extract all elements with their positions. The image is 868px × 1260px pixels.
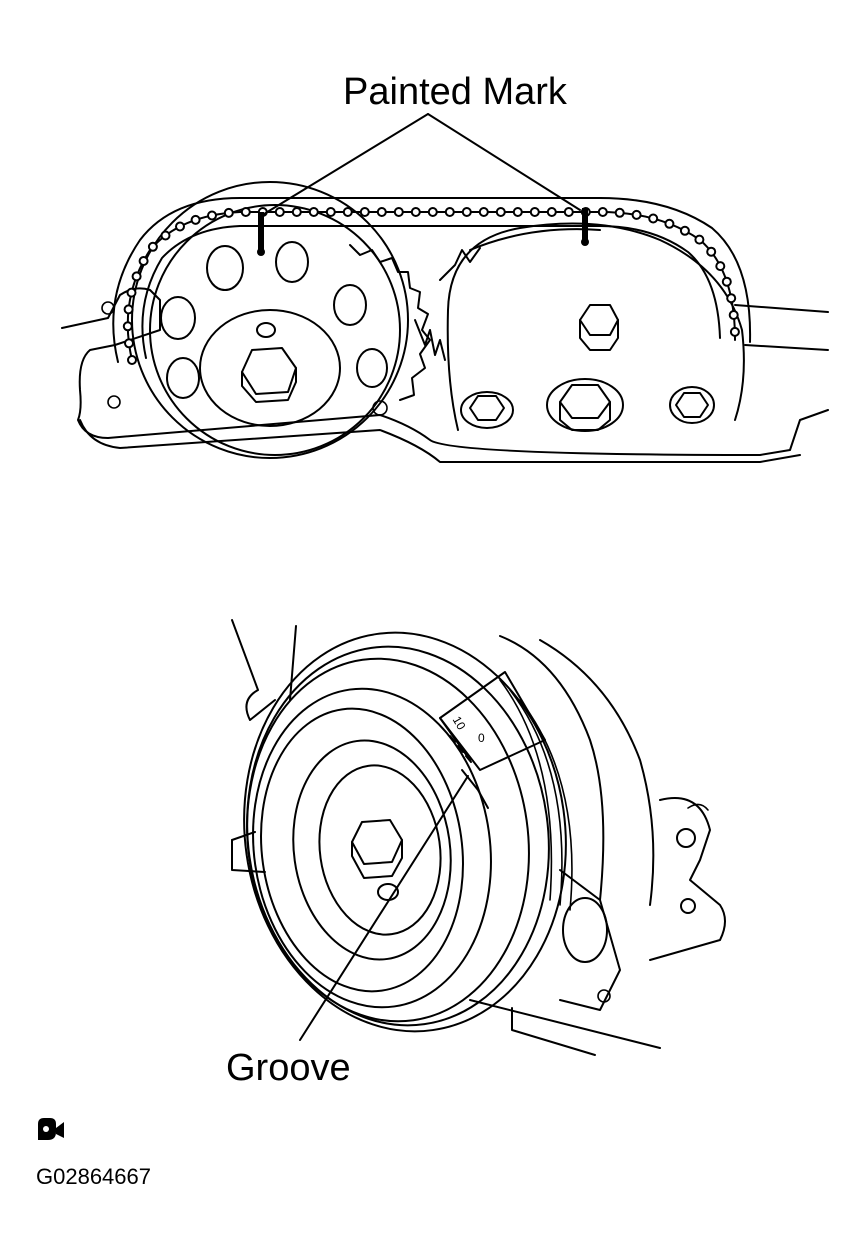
- chain-link-pin: [393, 207, 404, 217]
- chain-outer-edge: [112, 197, 752, 363]
- chain-link-pin: [175, 221, 185, 232]
- chain-link-pin: [123, 304, 134, 315]
- chain-link-pin: [729, 326, 740, 337]
- groove-label: Groove: [226, 1047, 351, 1089]
- chain-link-pin: [444, 207, 455, 217]
- chain-link-pin: [138, 256, 149, 266]
- chain-link-pin: [342, 207, 353, 217]
- chain-link-pin: [160, 230, 171, 241]
- chain-link-pin: [240, 207, 251, 217]
- chain-link-pin: [427, 207, 438, 217]
- painted-mark-label: Painted Mark: [343, 71, 568, 113]
- crank-gear-teeth: [349, 244, 481, 401]
- chain-link-pin: [147, 241, 158, 252]
- painted-mark-left: [258, 212, 264, 250]
- timing-chain-figure: Painted Mark: [61, 71, 829, 463]
- chain-link-pin: [512, 207, 523, 217]
- chain-link-pin: [122, 321, 133, 332]
- svg-text:10: 10: [450, 714, 469, 733]
- camera-icon: [38, 1118, 64, 1140]
- chain-link-pin: [124, 338, 134, 349]
- chain-link-pin: [461, 207, 472, 217]
- chain-link-pin: [410, 207, 421, 217]
- chain-link-pin: [126, 287, 137, 298]
- chain-link-pin: [529, 207, 540, 217]
- timing-chain: [112, 197, 752, 365]
- chain-link-pin: [679, 225, 690, 236]
- chain-link-pin: [207, 210, 217, 221]
- painted-mark-left-dot: [257, 248, 265, 256]
- chain-link-pin: [721, 276, 732, 287]
- crankshaft-pulley: [243, 631, 573, 1033]
- engine-housing: [61, 287, 829, 463]
- chain-link-pin: [274, 207, 285, 217]
- groove-leader: [299, 775, 469, 1041]
- chain-inner-edge: [141, 225, 721, 359]
- chain-link-pin: [614, 207, 625, 218]
- chain-link-pin: [495, 207, 506, 217]
- chain-link-pin: [726, 293, 737, 304]
- left-cam-sprocket: [131, 181, 409, 459]
- chain-link-pin: [131, 271, 142, 282]
- chain-link-pin: [597, 207, 608, 217]
- chain-link-pin: [190, 214, 201, 225]
- chain-link-pin: [631, 209, 642, 220]
- painted-mark-leader-right: [427, 113, 581, 211]
- painted-mark-leader-left: [263, 113, 429, 215]
- chain-link-pin: [728, 310, 739, 320]
- right-vvt-sprocket: [446, 222, 745, 432]
- chain-link-pin: [223, 207, 234, 218]
- chain-link-pin: [715, 261, 726, 272]
- crank-pulley-figure: 10 0 Groove: [226, 619, 726, 1089]
- chain-link-pin: [325, 207, 336, 217]
- timing-scale: 10 0: [439, 671, 546, 771]
- chain-link-pin: [706, 246, 717, 257]
- chain-link-pin: [127, 355, 137, 365]
- chain-link-pin: [648, 213, 659, 224]
- engine-block: [231, 619, 726, 1056]
- painted-mark-right: [582, 208, 588, 242]
- chain-link-pin: [359, 207, 370, 217]
- groove-mark: [461, 769, 489, 809]
- chain-link-pin: [694, 234, 705, 245]
- chain-link-pin: [291, 207, 302, 217]
- chain-link-pin: [308, 207, 319, 217]
- chain-link-pin: [478, 207, 489, 217]
- painted-mark-right-dot: [581, 238, 589, 246]
- chain-link-pin: [376, 207, 387, 217]
- chain-link-pin: [664, 218, 675, 229]
- chain-link-pin: [563, 207, 574, 217]
- svg-text:0: 0: [478, 731, 485, 745]
- figure-id: G02864667: [36, 1164, 151, 1189]
- chain-link-pin: [546, 207, 557, 217]
